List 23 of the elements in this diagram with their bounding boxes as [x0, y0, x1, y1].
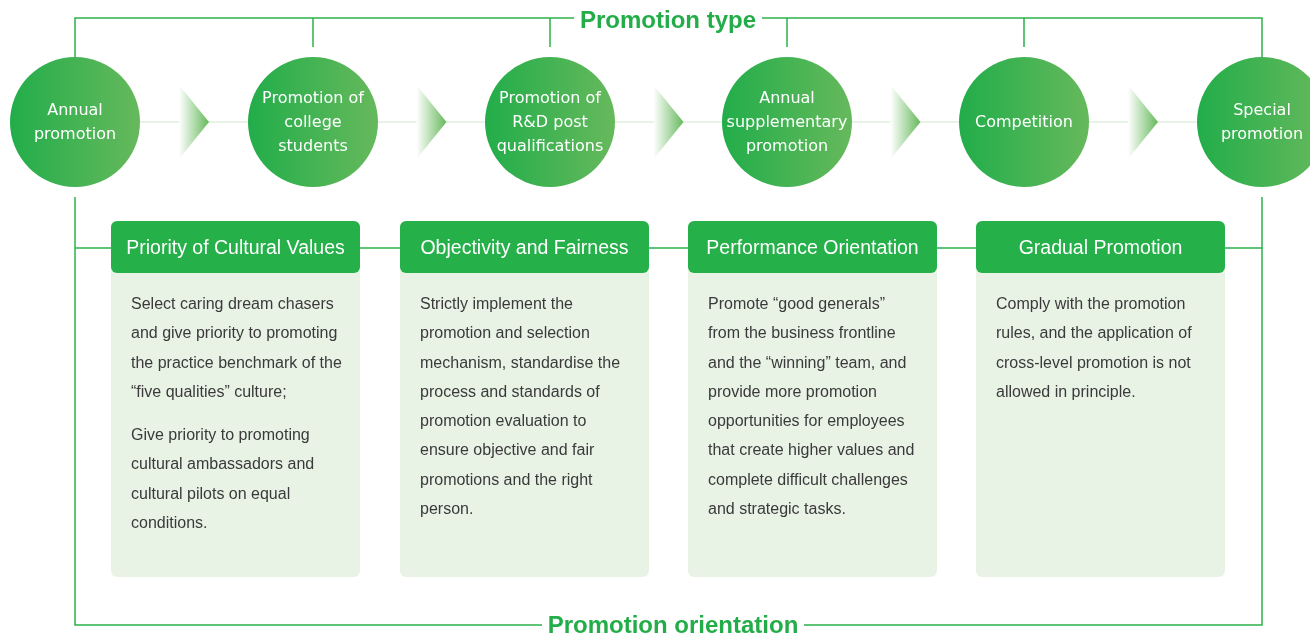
card-text: Strictly implement the promotion and selection mechanism, standardise the process and standards of promotion evaluation to ensure objective and fair promotions and the right person. [420, 294, 622, 520]
circle-label: Promotion of college students [261, 87, 366, 157]
circle-label: Promotion of R&D post qualifications [495, 87, 605, 157]
circle-label: Special promotion [1219, 99, 1305, 145]
card-header: Priority of Cultural Values [111, 221, 360, 273]
card-header: Gradual Promotion [976, 221, 1225, 273]
chevron-arrow [377, 85, 486, 159]
chevron-arrow [139, 85, 249, 159]
principle-card [400, 221, 649, 577]
chevron-arrow [851, 85, 960, 159]
principle-card [976, 221, 1225, 577]
principle-card [111, 221, 360, 577]
card-text: Give priority to promoting cultural ambassadors and cultural pilots on equal conditions. [131, 425, 316, 534]
circle-label: Annual promotion [32, 99, 118, 145]
chevron-arrow [1088, 85, 1198, 159]
card-text: Comply with the promotion rules, and the application of cross-level promotion is not allowed in principle. [996, 294, 1193, 402]
principle-card [688, 221, 937, 577]
circle-label: Annual supplementary promotion [725, 87, 849, 157]
card-text: Promote “good generals” from the business frontline and the “winning” team, and provide more promotion opportunities for employees that create higher values and complete difficult challenges and strategic tasks. [708, 294, 916, 520]
card-text: Select caring dream chasers and give priority to promoting the practice benchmark of the “five qualities” culture; [131, 294, 342, 402]
card-header: Objectivity and Fairness [400, 221, 649, 273]
card-header: Performance Orientation [688, 221, 937, 273]
circle-label: Competition [974, 111, 1074, 133]
